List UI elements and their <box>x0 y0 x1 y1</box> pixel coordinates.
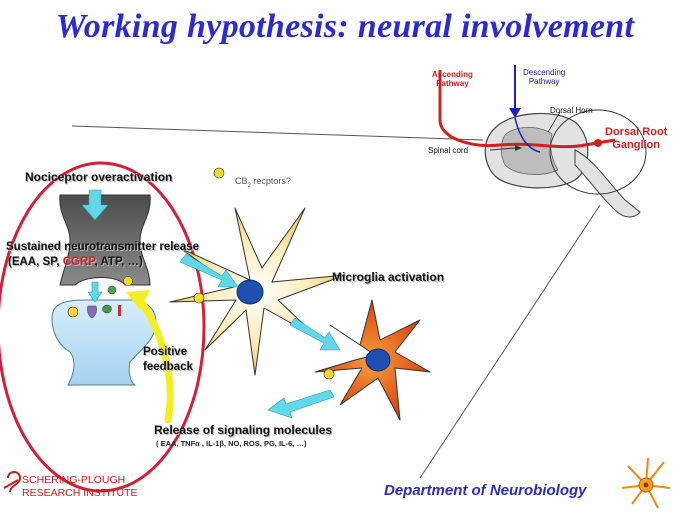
arrow-release <box>87 281 103 303</box>
feedback-loop-oval <box>0 161 206 493</box>
cb2-receptors-label: CB2 recptors? <box>235 176 291 189</box>
postsynaptic-terminal <box>51 299 157 386</box>
nociceptor-label: Nociceptor overactivation <box>25 170 173 184</box>
arrow-to-signaling <box>267 389 335 419</box>
cb2-receptor-marker <box>213 167 225 179</box>
positive-feedback-arrow <box>136 296 174 424</box>
spinal-cord-inset <box>438 65 647 218</box>
release-label: Sustained neurotransmitter release <box>6 241 200 253</box>
positive-feedback-arrowhead <box>126 290 150 310</box>
neuron-logo-icon <box>621 457 671 509</box>
perspective-line-top <box>71 125 484 141</box>
release-molecules-label: (EAA, SP, CGRP, ATP, …) <box>8 256 143 268</box>
department-label: Department of Neurobiology <box>384 482 587 499</box>
arrow-to-astrocyte <box>179 253 239 288</box>
arrow-to-microglia <box>289 317 341 351</box>
microglia-activation-label: Microglia activation <box>332 270 445 284</box>
perspective-line-bottom <box>419 204 601 479</box>
dorsal-horn-label: Dorsal Horn <box>550 106 593 115</box>
microglia <box>314 299 431 421</box>
signaling-molecules-list: ( EAA, TNFα , IL-1β, NO, ROS, PG, IL-6, … <box>156 439 307 448</box>
astrocyte <box>169 207 346 376</box>
signaling-release-label: Release of signaling molecules <box>154 423 333 437</box>
page-title: Working hypothesis: neural involvement <box>55 8 635 45</box>
arrow-nociceptor <box>81 189 109 221</box>
presynaptic-terminal <box>59 194 151 286</box>
spinal-cord-label: Spinal cord <box>428 146 469 155</box>
institute-logo-icon <box>3 471 22 493</box>
